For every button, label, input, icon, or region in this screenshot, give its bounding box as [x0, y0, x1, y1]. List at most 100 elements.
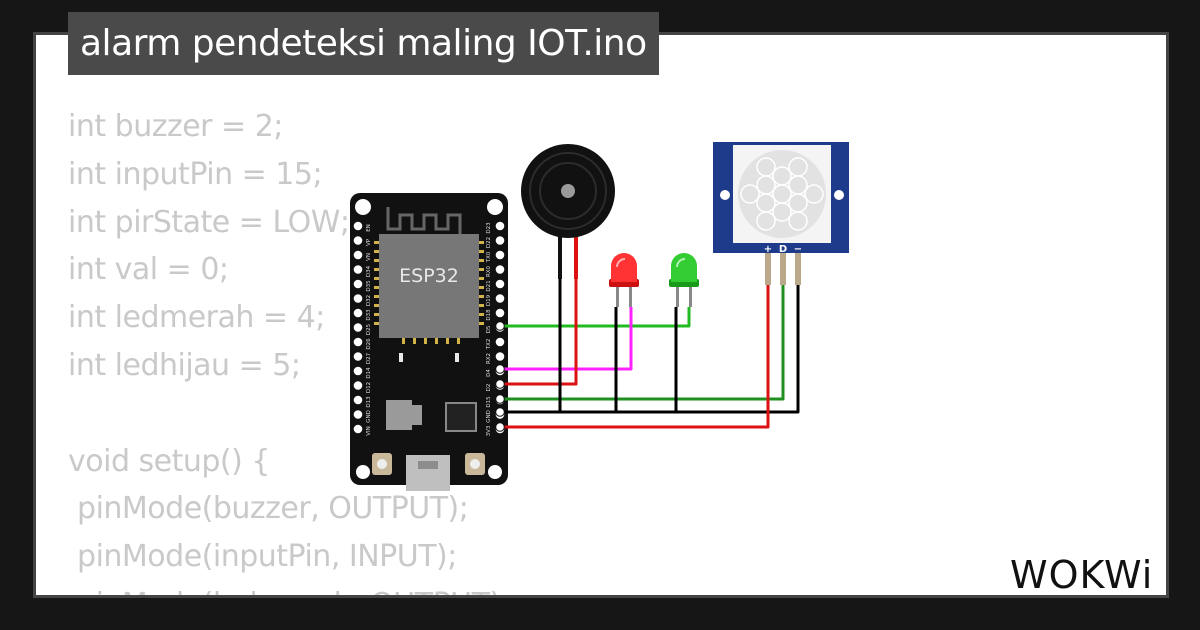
pir-plus-label: +: [764, 244, 772, 255]
header-pin[interactable]: [353, 352, 363, 361]
pin-label: D4: [486, 369, 492, 377]
header-pin[interactable]: [353, 279, 363, 289]
pin-label: D22: [486, 237, 492, 248]
wire-buzzer-signal: [498, 279, 578, 386]
wire-endpoint: [495, 394, 505, 404]
chip-pad: [479, 313, 484, 316]
wire-ground: [498, 285, 800, 414]
code-line: int ledhijau = 5;: [68, 347, 301, 383]
header-pin[interactable]: [353, 410, 363, 419]
pin-label: GND: [366, 410, 372, 423]
buzzer-hole: [561, 184, 575, 198]
header-pin[interactable]: [495, 221, 505, 231]
pin-label: D34: [366, 265, 372, 277]
header-pin[interactable]: [495, 265, 505, 274]
pin-label: D5: [486, 325, 492, 333]
chip-pad: [435, 338, 438, 344]
header-pin[interactable]: [353, 308, 363, 318]
left-pin-header: [353, 221, 363, 434]
header-pin[interactable]: [353, 323, 363, 332]
pin-label: GND: [486, 410, 492, 423]
header-pin[interactable]: [353, 294, 363, 303]
chip-pad: [479, 241, 484, 244]
header-pin[interactable]: [353, 366, 363, 376]
header-pin[interactable]: [495, 308, 505, 318]
pin-label: VN: [366, 253, 372, 261]
header-pin[interactable]: [353, 424, 363, 434]
wire-endpoints: [495, 321, 505, 432]
pin-label: D12: [366, 382, 372, 393]
header-pin[interactable]: [495, 250, 505, 260]
chip-pad: [479, 322, 484, 325]
left-pin-labels: ENVPVND34D35D32D33D25D26D27D14D12D13GNDV…: [366, 224, 372, 436]
chip-pad: [479, 277, 484, 280]
chip-pad: [479, 295, 484, 298]
wire-green-led: [498, 307, 691, 328]
header-pin[interactable]: [353, 395, 363, 405]
code-line: void setup() {: [68, 443, 270, 479]
pin-label: D18: [486, 309, 492, 321]
buzzer: [521, 144, 615, 279]
pin-label: TX2: [486, 339, 492, 351]
wire-pir-data: [498, 285, 785, 401]
chip-pad: [479, 286, 484, 289]
mount-hole: [355, 199, 371, 215]
pir-minus-label: −: [794, 244, 802, 255]
mount-hole: [356, 465, 370, 479]
pin-label: RX0: [486, 265, 492, 277]
wire-endpoint: [495, 364, 505, 374]
pin-label: VP: [366, 238, 372, 246]
code-preview: int buzzer = 2; int inputPin = 15; int p…: [68, 103, 511, 595]
header-pin[interactable]: [495, 236, 505, 245]
header-pin[interactable]: [353, 337, 363, 347]
wire-magenta-led: [498, 307, 633, 371]
circuit-diagram: ESP32 ENVPVND34D35D32D33D25D26D27D14D12D…: [350, 142, 849, 491]
led-red: [609, 253, 639, 307]
pin-label: D2: [486, 384, 492, 392]
code-line: int ledmerah = 4;: [68, 300, 325, 336]
header-pin[interactable]: [353, 250, 363, 260]
chip-pad: [402, 338, 405, 344]
chip-pad: [424, 338, 427, 344]
pin-label: D21: [486, 280, 492, 291]
chip-pad: [446, 338, 449, 344]
pin-label: TX0: [486, 251, 492, 263]
code-line: int pirState = LOW;: [68, 204, 350, 240]
chip-pads: [374, 241, 484, 362]
wires: [498, 279, 800, 429]
smd-part: [399, 353, 403, 362]
header-pin[interactable]: [353, 236, 363, 245]
code-line: int inputPin = 15;: [68, 156, 323, 192]
header-pin[interactable]: [495, 337, 505, 347]
pin-label: 3V3: [486, 425, 492, 436]
chip-label: ESP32: [399, 265, 459, 287]
chip-pad: [374, 295, 379, 298]
chip-pad: [479, 268, 484, 271]
pin-label: D27: [366, 352, 372, 364]
chip-pad: [374, 322, 379, 325]
esp32-board: ESP32 ENVPVND34D35D32D33D25D26D27D14D12D…: [350, 193, 508, 491]
code-line: int buzzer = 2;: [68, 109, 283, 144]
chip-pad: [374, 304, 379, 307]
header-pin[interactable]: [495, 352, 505, 361]
wire-endpoint: [495, 321, 505, 331]
pin-label: D19: [486, 294, 492, 306]
right-pin-labels: D23D22TX0RX0D21D19D18D5TX2RX2D4D2D15GND3…: [486, 222, 492, 437]
usb-port: [406, 455, 450, 491]
chip-pad: [374, 277, 379, 280]
header-pin[interactable]: [353, 265, 363, 274]
pin-label: D23: [486, 222, 492, 234]
pin-label: D15: [486, 396, 492, 408]
header-pin[interactable]: [353, 381, 363, 390]
usb-uart-chip: [445, 402, 477, 432]
chip-pad: [479, 304, 484, 307]
pin-label: D35: [366, 280, 372, 292]
wokwi-logo: WOKWi: [1010, 555, 1153, 595]
header-pin[interactable]: [495, 294, 505, 303]
wokwi-logo-text: WOKWi: [1010, 555, 1153, 595]
voltage-regulator: [386, 400, 412, 430]
header-pin[interactable]: [353, 221, 363, 231]
pin-label: D13: [366, 396, 372, 408]
header-pin[interactable]: [495, 279, 505, 289]
led-green: [669, 253, 699, 307]
